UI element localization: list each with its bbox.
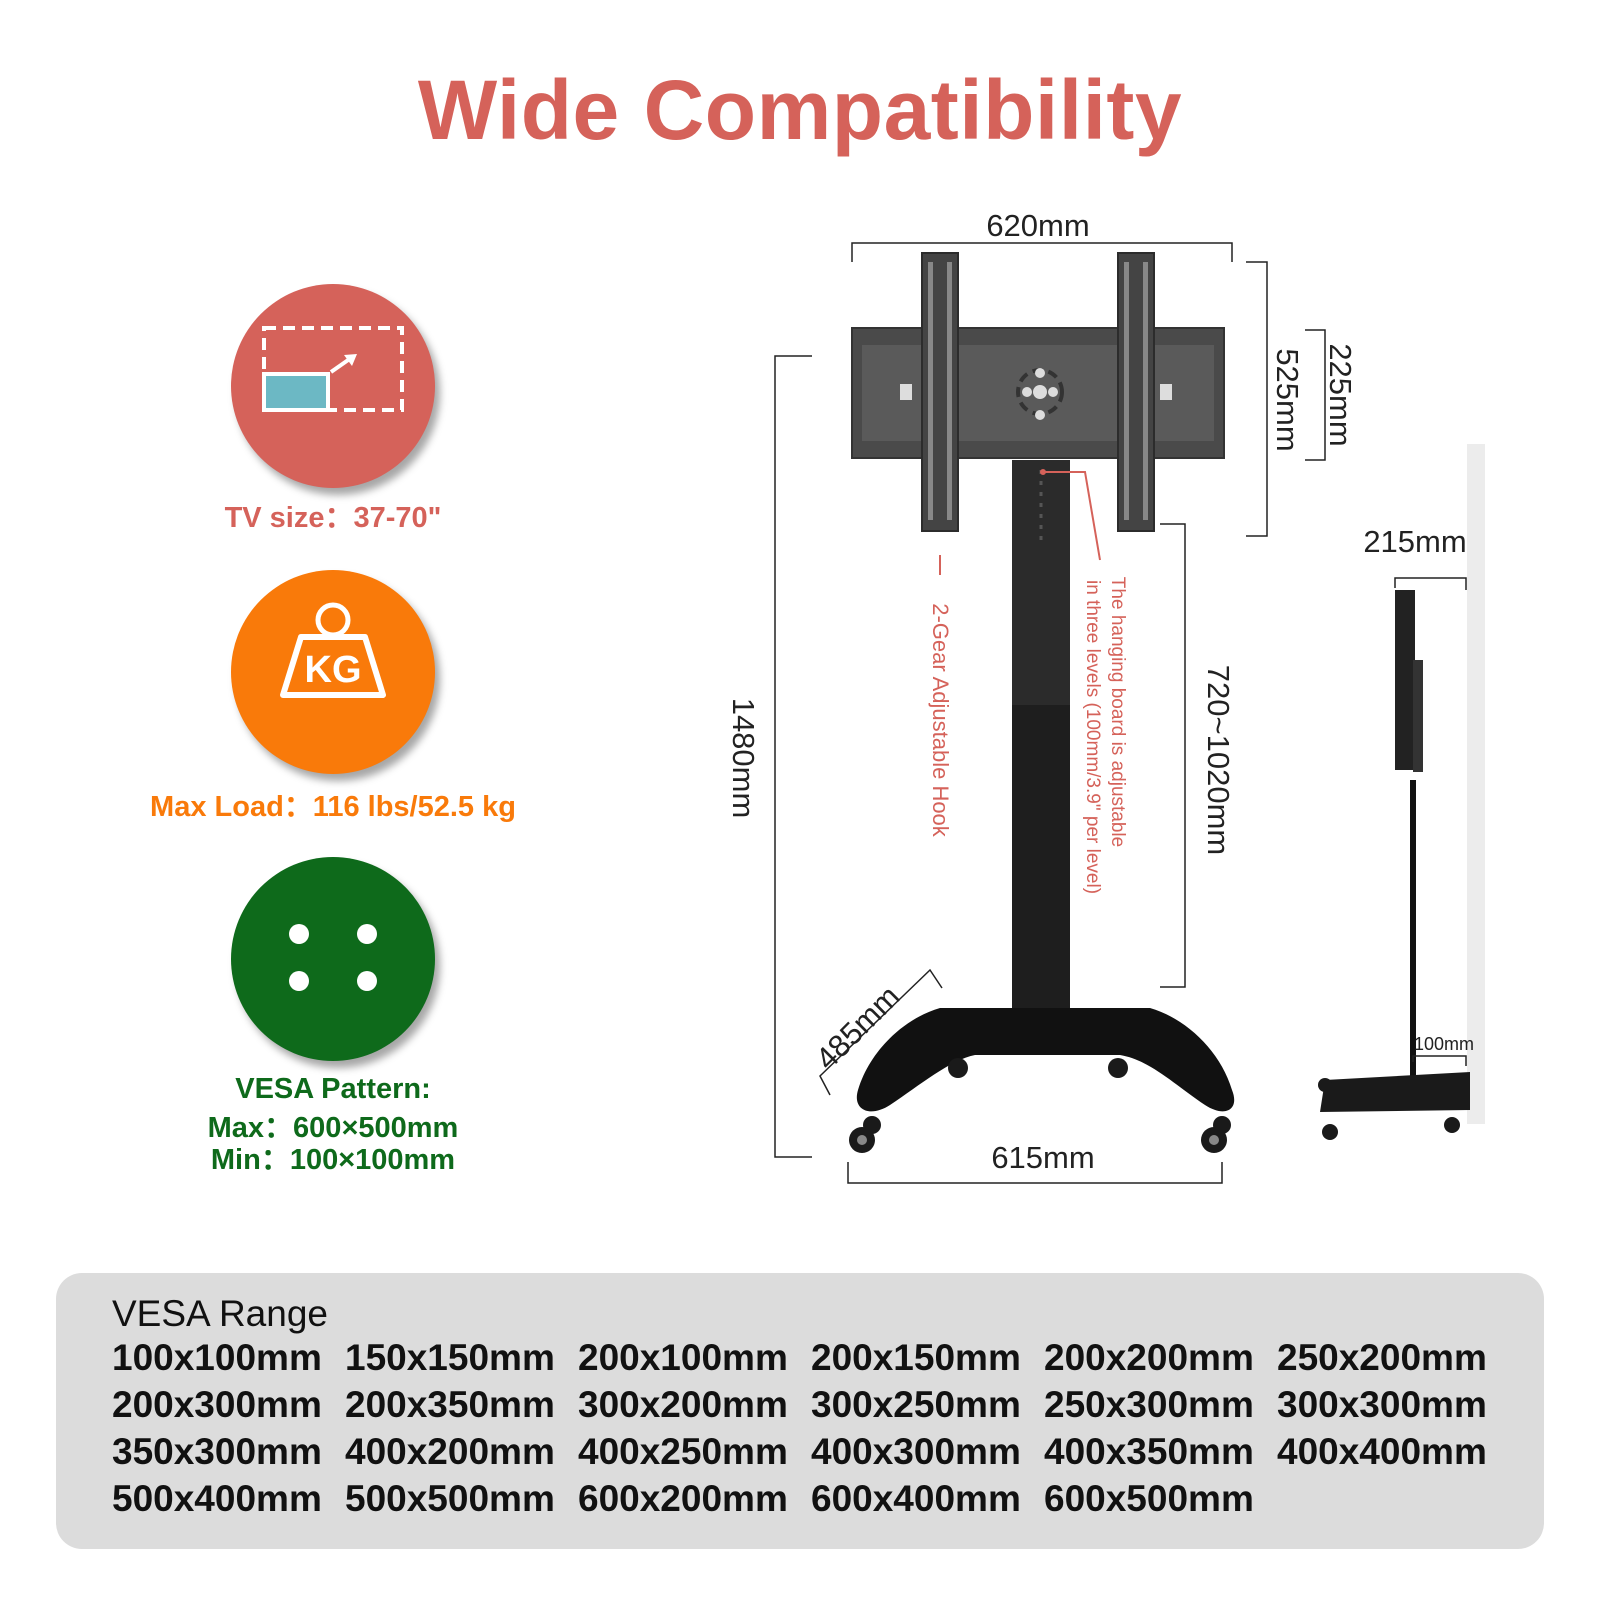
vesa-size: 500x400mm xyxy=(112,1478,322,1519)
vesa-size: 600x200mm xyxy=(578,1478,788,1519)
note-hook: 2-Gear Adjustable Hook xyxy=(928,603,953,838)
dim-height-total: 1480mm xyxy=(726,698,761,819)
vesa-size: 500x500mm xyxy=(345,1478,555,1519)
vesa-max-label: Max：600×500mm xyxy=(207,1112,459,1144)
vesa-size: 300x200mm xyxy=(578,1384,788,1425)
kg-weight-icon: KG xyxy=(280,602,386,698)
vesa-size: 200x150mm xyxy=(811,1337,1021,1378)
dim-base-width: 615mm xyxy=(991,1140,1094,1175)
vesa-size: 400x300mm xyxy=(811,1431,1021,1472)
wall-strip xyxy=(1467,444,1485,1124)
vesa-size: 350x300mm xyxy=(112,1431,322,1472)
vesa-size: 400x200mm xyxy=(345,1431,555,1472)
dim-plate-height: 525mm xyxy=(1270,348,1305,451)
vesa-size: 400x350mm xyxy=(1044,1431,1254,1472)
dim-plate-adjust: 225mm xyxy=(1323,343,1358,446)
vesa-holes-icon xyxy=(289,924,377,991)
kg-text: KG xyxy=(305,649,362,691)
tv-size-label: TV size：37-70" xyxy=(224,502,442,534)
max-load-label: Max Load：116 lbs/52.5 kg xyxy=(150,791,516,823)
dim-width-top: 620mm xyxy=(986,208,1089,243)
column-lower xyxy=(1012,705,1070,1045)
vesa-min-label: Min：100×100mm xyxy=(210,1144,456,1176)
vesa-row: 350x300mm 400x200mm 400x250mm 400x300mm … xyxy=(112,1431,1500,1473)
left-arm xyxy=(921,252,959,532)
stand-base xyxy=(856,1008,1235,1112)
vesa-size: 200x300mm xyxy=(112,1384,322,1425)
vesa-size: 300x300mm xyxy=(1277,1384,1487,1425)
vesa-size: 250x300mm xyxy=(1044,1384,1254,1425)
vesa-range-panel: VESA Range 100x100mm 150x150mm 200x100mm… xyxy=(56,1273,1544,1549)
vesa-row: 500x400mm 500x500mm 600x200mm 600x400mm … xyxy=(112,1478,1267,1520)
vesa-size: 400x250mm xyxy=(578,1431,788,1472)
vesa-size: 250x200mm xyxy=(1277,1337,1487,1378)
vesa-size: 300x250mm xyxy=(811,1384,1021,1425)
column-upper xyxy=(1012,460,1070,705)
right-arm xyxy=(1117,252,1155,532)
vesa-size: 400x400mm xyxy=(1277,1431,1487,1472)
tv-stand-diagram: 620mm 615mm 215mm 100mm 485mm 1480mm 720… xyxy=(726,208,1485,1184)
vesa-pattern-label: VESA Pattern: xyxy=(235,1073,431,1105)
screen-resize-icon xyxy=(262,326,404,412)
vesa-size: 100x100mm xyxy=(112,1337,322,1378)
vesa-size: 150x150mm xyxy=(345,1337,555,1378)
vesa-range-title: VESA Range xyxy=(112,1293,328,1334)
side-view-stand xyxy=(1318,590,1470,1140)
vesa-pattern-badge xyxy=(231,857,435,1061)
dim-side-offset: 100mm xyxy=(1414,1034,1474,1054)
vesa-size: 600x400mm xyxy=(811,1478,1021,1519)
dim-side-depth: 215mm xyxy=(1363,524,1466,559)
tv-size-badge xyxy=(231,284,435,488)
vesa-size: 600x500mm xyxy=(1044,1478,1254,1519)
note-board-line1: The hanging board is adjustable xyxy=(1107,577,1128,847)
vesa-row: 100x100mm 150x150mm 200x100mm 200x150mm … xyxy=(112,1337,1500,1379)
dim-height-adjust: 720~1020mm xyxy=(1201,665,1236,855)
page-title: Wide Compatibility xyxy=(417,63,1183,157)
vesa-size: 200x350mm xyxy=(345,1384,555,1425)
max-load-badge: KG xyxy=(231,570,435,774)
vesa-size: 200x100mm xyxy=(578,1337,788,1378)
vesa-row: 200x300mm 200x350mm 300x200mm 300x250mm … xyxy=(112,1384,1500,1426)
caster-wheels xyxy=(849,1058,1231,1153)
vesa-size: 200x200mm xyxy=(1044,1337,1254,1378)
note-board-line2: in three levels (100mm/3.9" per level) xyxy=(1082,580,1103,894)
